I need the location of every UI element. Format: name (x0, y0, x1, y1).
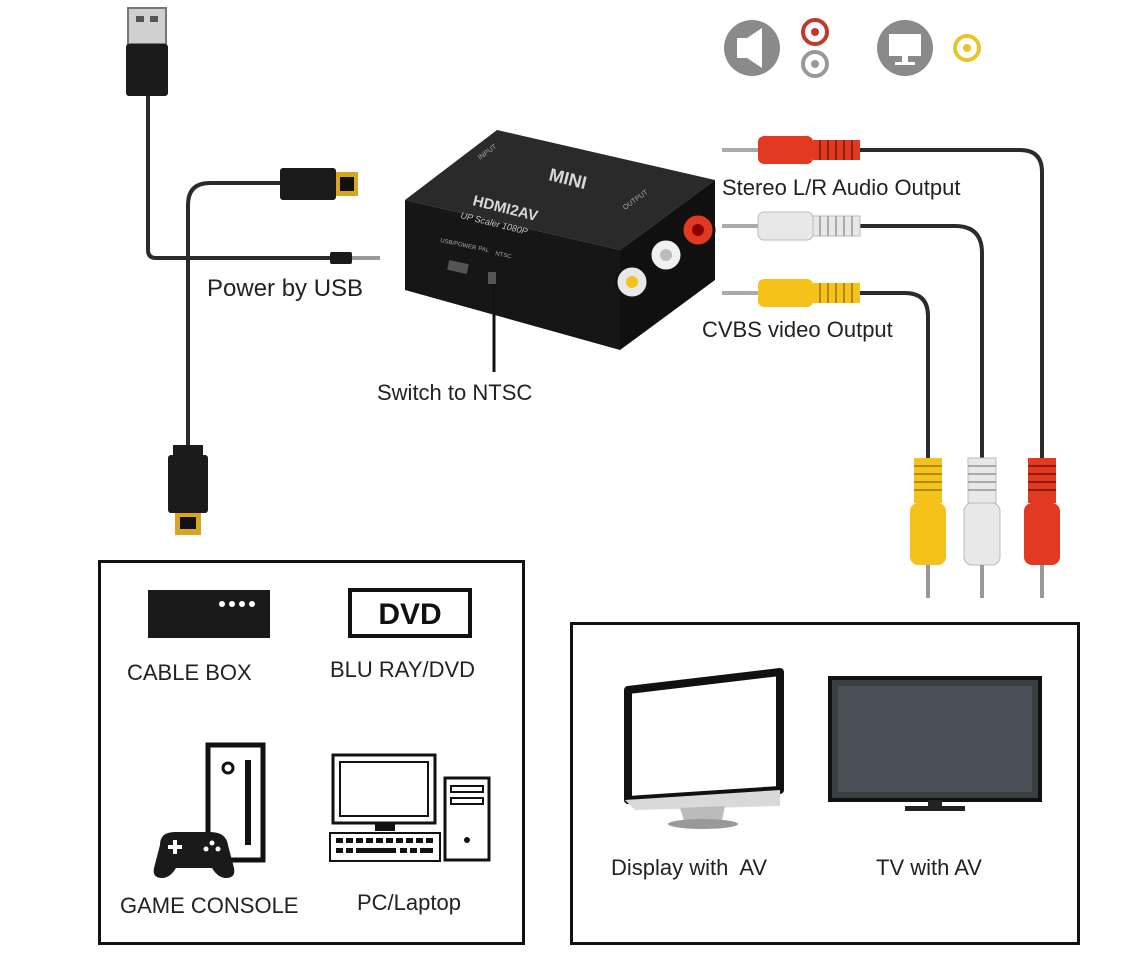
dvd-logo-text: DVD (378, 598, 441, 631)
dvd-logo-icon (348, 588, 472, 638)
pc-tower-icon (443, 776, 491, 862)
device-port-pal-text: PAL (478, 246, 491, 254)
rca-cable-yellow (722, 279, 930, 460)
video-jack-icon (953, 34, 981, 62)
monitor-icon (877, 20, 933, 76)
stereo-audio-label: Stereo L/R Audio Output (722, 175, 961, 200)
switch-ntsc-label: Switch to NTSC (377, 380, 533, 405)
usb-cable (146, 95, 380, 264)
pc-laptop-label: PC/Laptop (357, 890, 461, 915)
speaker-icon (724, 20, 780, 76)
gamepad-icon (153, 832, 235, 878)
hdmi-plug-bottom-icon (168, 445, 208, 535)
device-port-ntsc-text: NTSC (495, 251, 513, 260)
converter-device (405, 130, 716, 350)
rca-cable-white (722, 211, 984, 460)
display-av-label: Display with AV (611, 855, 768, 880)
power-usb-label: Power by USB (207, 275, 364, 302)
audio-jacks-icon (801, 18, 829, 78)
cable-box-label: CABLE BOX (127, 660, 252, 685)
tv-icon (828, 676, 1042, 811)
rca-plug-yellow-icon (910, 458, 946, 598)
usb-plug-icon (126, 7, 168, 96)
sources-box (98, 560, 525, 945)
display-monitor-icon (624, 668, 784, 829)
rca-cable-red (722, 136, 1044, 460)
hdmi-cable (186, 181, 288, 450)
tv-av-label: TV with AV (876, 855, 982, 880)
displays-box (570, 622, 1080, 945)
cvbs-video-label: CVBS video Output (702, 317, 893, 342)
hdmi-plug-top-icon (280, 168, 358, 200)
cable-box-icon (148, 590, 270, 638)
bluray-label: BLU RAY/DVD (330, 657, 476, 682)
rca-plug-red-icon (1024, 458, 1060, 598)
game-console-label: GAME CONSOLE (120, 893, 299, 918)
rca-plug-white-icon (963, 457, 1001, 598)
pc-monitor-icon (329, 753, 441, 862)
